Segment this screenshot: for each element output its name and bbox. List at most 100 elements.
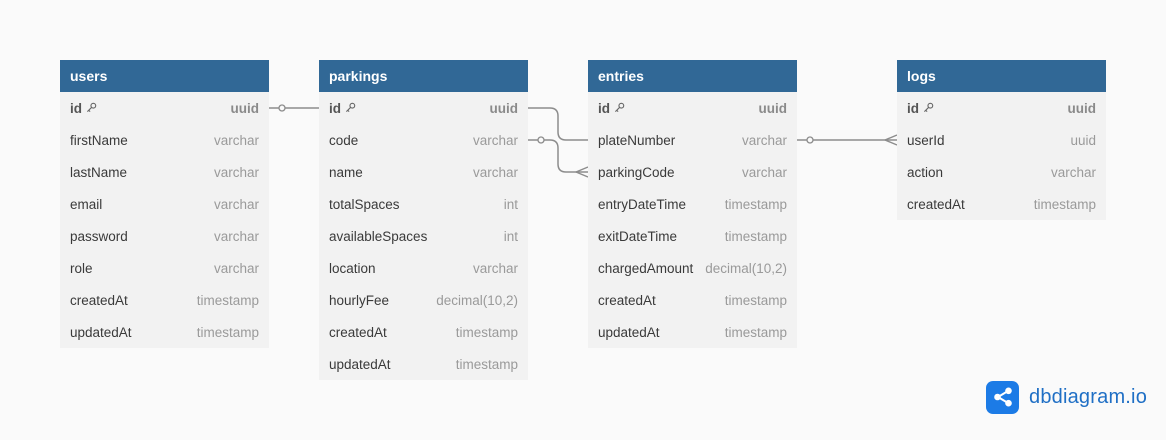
- field-name-wrap: parkingCode: [598, 165, 675, 180]
- field-row[interactable]: location varchar: [319, 252, 528, 284]
- relation-one-marker: [278, 104, 286, 112]
- table-header[interactable]: parkings: [319, 60, 528, 92]
- field-row[interactable]: id uuid: [897, 92, 1106, 124]
- key-icon: [341, 101, 356, 116]
- field-type: varchar: [213, 228, 259, 244]
- relation-one-marker: [537, 136, 545, 144]
- table-header[interactable]: users: [60, 60, 269, 92]
- field-name-wrap: availableSpaces: [329, 229, 427, 244]
- field-name: location: [329, 260, 376, 276]
- field-type: varchar: [213, 260, 259, 276]
- field-name: id: [907, 100, 919, 116]
- field-type: decimal(10,2): [436, 292, 518, 308]
- field-row[interactable]: parkingCode varchar: [588, 156, 797, 188]
- field-name-wrap: id: [70, 101, 97, 116]
- field-type: timestamp: [455, 356, 518, 372]
- field-name-wrap: hourlyFee: [329, 293, 389, 308]
- field-type: uuid: [489, 100, 519, 116]
- field-type: timestamp: [724, 228, 787, 244]
- field-name-wrap: plateNumber: [598, 133, 675, 148]
- field-name-wrap: totalSpaces: [329, 197, 400, 212]
- field-name: plateNumber: [598, 132, 676, 148]
- field-row[interactable]: email varchar: [60, 188, 269, 220]
- table-header[interactable]: logs: [897, 60, 1106, 92]
- field-name-wrap: id: [907, 101, 934, 116]
- field-type: varchar: [472, 260, 518, 276]
- field-name-wrap: email: [70, 197, 102, 212]
- field-row[interactable]: id uuid: [588, 92, 797, 124]
- field-type: timestamp: [196, 324, 259, 340]
- field-type: uuid: [758, 100, 788, 116]
- field-name-wrap: location: [329, 261, 376, 276]
- field-type: timestamp: [196, 292, 259, 308]
- field-row[interactable]: hourlyFee decimal(10,2): [319, 284, 528, 316]
- field-name: hourlyFee: [329, 292, 390, 308]
- field-type: varchar: [213, 132, 259, 148]
- field-type: varchar: [213, 164, 259, 180]
- field-name: id: [329, 100, 341, 116]
- key-icon: [82, 101, 97, 116]
- field-name-wrap: userId: [907, 133, 945, 148]
- field-name-wrap: firstName: [70, 133, 128, 148]
- field-type: uuid: [230, 100, 260, 116]
- field-row[interactable]: createdAt timestamp: [60, 284, 269, 316]
- relation-line: [528, 139, 588, 173]
- field-type: varchar: [472, 164, 518, 180]
- field-row[interactable]: firstName varchar: [60, 124, 269, 156]
- field-type: varchar: [741, 164, 787, 180]
- field-name: id: [70, 100, 82, 116]
- field-name-wrap: entryDateTime: [598, 197, 686, 212]
- field-name: updatedAt: [598, 324, 660, 340]
- field-name-wrap: createdAt: [329, 325, 387, 340]
- field-row[interactable]: lastName varchar: [60, 156, 269, 188]
- brand[interactable]: dbdiagram.io: [986, 380, 1147, 414]
- brand-name: dbdiagram.io: [1029, 385, 1148, 408]
- field-name: parkingCode: [598, 164, 675, 180]
- field-row[interactable]: updatedAt timestamp: [319, 348, 528, 380]
- table-header[interactable]: entries: [588, 60, 797, 92]
- field-name: action: [907, 164, 944, 180]
- field-name: role: [70, 260, 93, 276]
- field-name: availableSpaces: [329, 228, 428, 244]
- field-type: varchar: [213, 196, 259, 212]
- field-row[interactable]: id uuid: [60, 92, 269, 124]
- share-nodes-icon: [986, 380, 1019, 414]
- field-name: createdAt: [329, 324, 387, 340]
- table-users[interactable]: users id uuid firstName varchar lastName varch…: [60, 60, 269, 348]
- field-name: updatedAt: [329, 356, 391, 372]
- field-type: timestamp: [724, 292, 787, 308]
- field-name-wrap: createdAt: [70, 293, 128, 308]
- field-name-wrap: id: [598, 101, 625, 116]
- field-name: entryDateTime: [598, 196, 687, 212]
- field-row[interactable]: plateNumber varchar: [588, 124, 797, 156]
- field-name: lastName: [70, 164, 128, 180]
- relation-line: [528, 107, 588, 141]
- field-row[interactable]: role varchar: [60, 252, 269, 284]
- field-type: varchar: [741, 132, 787, 148]
- field-row[interactable]: id uuid: [319, 92, 528, 124]
- field-name: chargedAmount: [598, 260, 694, 276]
- field-type: uuid: [1067, 100, 1097, 116]
- field-type: timestamp: [1033, 196, 1096, 212]
- field-name-wrap: lastName: [70, 165, 127, 180]
- key-icon: [919, 101, 934, 116]
